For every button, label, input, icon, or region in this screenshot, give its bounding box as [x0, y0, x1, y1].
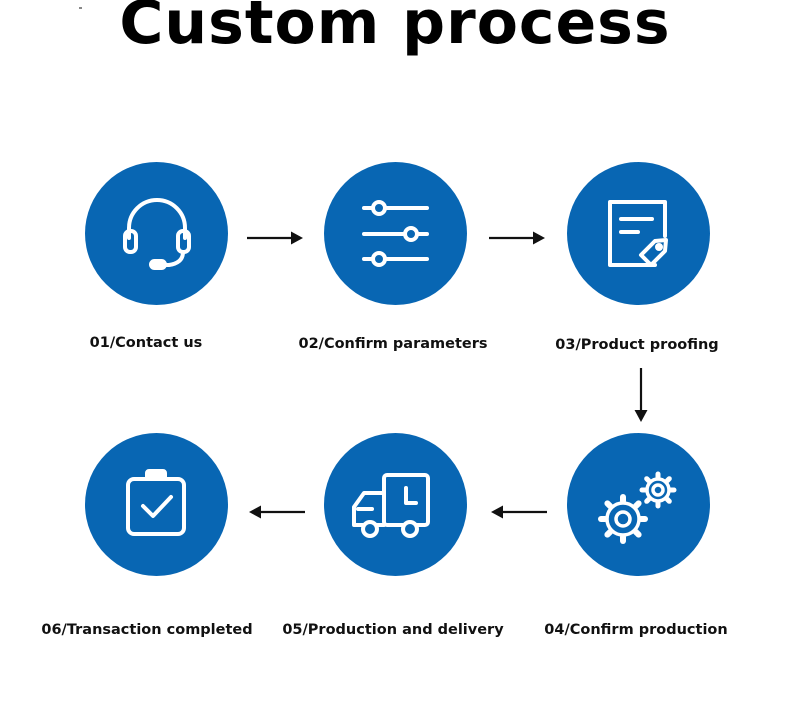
step-3-label: 03/Product proofing	[555, 337, 719, 353]
step-6-label: 06/Transaction completed	[41, 622, 253, 638]
step-5-label: 05/Production and delivery	[282, 622, 504, 638]
step-2-label: 02/Confirm parameters	[298, 336, 488, 352]
arrow-left-1	[491, 505, 547, 519]
step-1-circle	[85, 162, 228, 305]
step-4-circle	[567, 433, 710, 576]
arrow-right-1	[247, 231, 303, 245]
step-3-circle	[567, 162, 710, 305]
sliders-icon	[362, 200, 429, 267]
delivery-truck-icon	[352, 473, 430, 538]
step-1-label: 01/Contact us	[89, 335, 203, 351]
arrow-left-2	[249, 505, 305, 519]
document-tag-icon	[608, 200, 668, 267]
step-5-circle	[324, 433, 467, 576]
step-4-label: 04/Confirm production	[544, 622, 728, 638]
step-2-circle	[324, 162, 467, 305]
headset-icon	[123, 198, 191, 270]
step-6-circle	[85, 433, 228, 576]
page-title: Custom process	[119, 0, 671, 58]
stray-mark	[79, 7, 82, 9]
gears-icon	[598, 471, 677, 544]
arrow-right-2	[489, 231, 545, 245]
clipboard-check-icon	[126, 469, 186, 536]
arrow-down	[634, 368, 648, 422]
